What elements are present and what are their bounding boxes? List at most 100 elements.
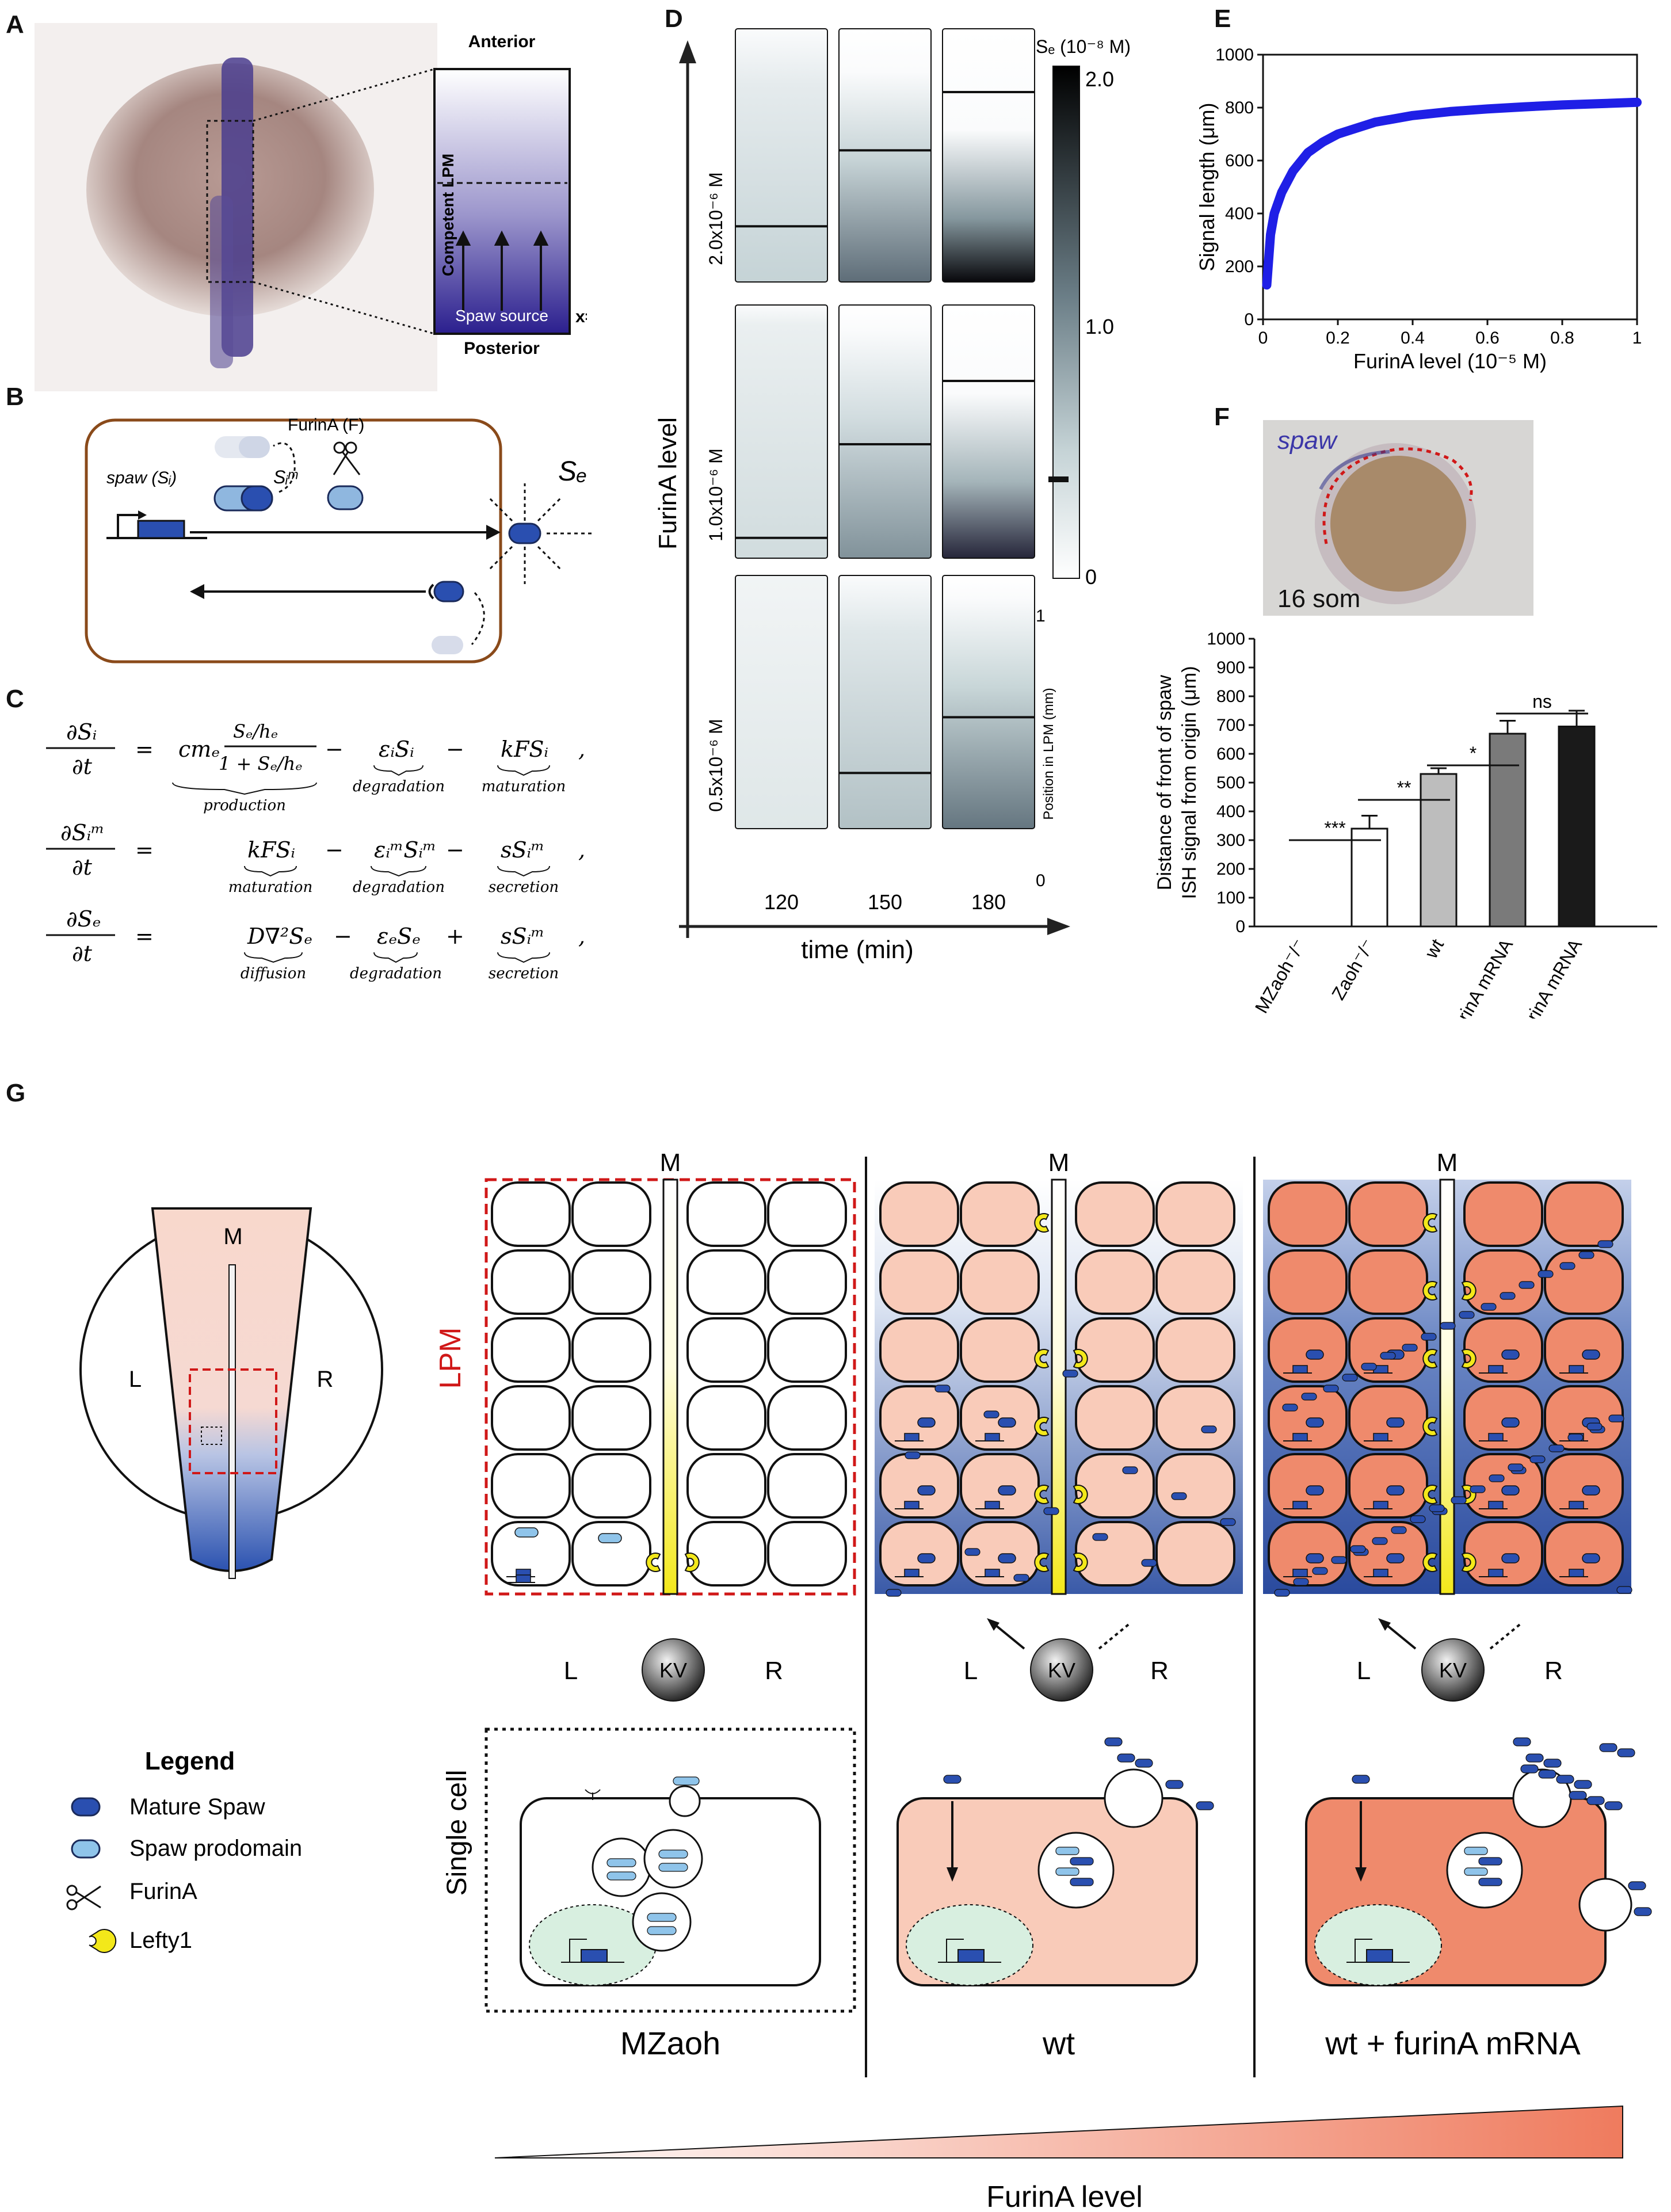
g-vesicle bbox=[592, 1837, 651, 1897]
g-extracellular-spaw bbox=[1013, 1574, 1029, 1582]
g-signal-arrowhead bbox=[947, 1867, 958, 1882]
g-midline-label: M bbox=[660, 1149, 681, 1177]
g-spaw-gene bbox=[1569, 1569, 1584, 1577]
e-xtick-label: 0.8 bbox=[1550, 329, 1574, 348]
e-xtick-label: 0.2 bbox=[1326, 329, 1350, 348]
position-tick: 0 bbox=[1036, 871, 1046, 890]
g-extracellular-spaw bbox=[1312, 1567, 1328, 1575]
g-spaw-protein bbox=[1055, 1867, 1079, 1876]
g-mature-spaw bbox=[917, 1553, 936, 1563]
g-kv-label: KV bbox=[1048, 1658, 1075, 1682]
position-label: Position in LPM (mm) bbox=[1041, 688, 1056, 819]
d-col-label: 150 bbox=[868, 890, 902, 914]
panel-label-c: C bbox=[6, 685, 24, 713]
f-sig-label: ** bbox=[1397, 777, 1411, 798]
diffusion-arrows-b bbox=[488, 483, 593, 584]
svg-text:,: , bbox=[578, 837, 585, 863]
svg-text:∂t: ∂t bbox=[72, 855, 93, 880]
g-kv-arrowhead bbox=[987, 1618, 999, 1631]
f-bar bbox=[1489, 733, 1527, 928]
g-embryo-m: M bbox=[223, 1224, 242, 1249]
f-ylabel-line2: ISH signal from origin (μm) bbox=[1178, 666, 1200, 899]
g-extracellular-spaw bbox=[1567, 1433, 1584, 1441]
g-extracellular-spaw bbox=[1559, 1262, 1575, 1270]
f-som-label: 16 som bbox=[1277, 585, 1360, 613]
g-lpm-cell bbox=[767, 1453, 847, 1519]
f-xlabel: wt + 25 pg furinA mRNA bbox=[1400, 935, 1517, 1019]
g-lpm-cell bbox=[960, 1317, 1040, 1383]
g-extracellular-spaw bbox=[1380, 1352, 1396, 1360]
d-row-label: 1.0x10⁻⁶ M bbox=[705, 448, 726, 541]
f-sig-label: * bbox=[1470, 743, 1477, 764]
g-kv-arrow-right bbox=[1098, 1622, 1132, 1650]
g-lpm-cell bbox=[491, 1317, 571, 1383]
svg-text:−: − bbox=[334, 924, 352, 949]
g-secreted-spaw bbox=[1634, 1907, 1652, 1916]
svg-text:εᵢSᵢ: εᵢSᵢ bbox=[379, 737, 414, 762]
d-heatmap-cell bbox=[942, 304, 1035, 559]
g-prodomain bbox=[598, 1533, 622, 1543]
g-secreted-spaw bbox=[1543, 1759, 1562, 1768]
g-extracellular-spaw bbox=[1451, 1496, 1467, 1504]
g-kv-arrow-left bbox=[991, 1622, 1025, 1650]
panel-d-heatmaps: FurinA level time (min) 2.0x10⁻⁶ M 1.0x1… bbox=[656, 28, 1131, 964]
mature-ghost-a bbox=[239, 436, 270, 458]
g-secreted-spaw bbox=[1586, 1796, 1605, 1805]
svg-text:maturation: maturation bbox=[228, 879, 312, 896]
diffusion-arrows bbox=[455, 230, 549, 311]
g-extracellular-spaw bbox=[1529, 1455, 1546, 1463]
legend-scissors-icon bbox=[66, 1885, 101, 1910]
sim-pill bbox=[327, 485, 364, 510]
g-extracellular-spaw bbox=[1372, 1537, 1388, 1545]
g-lpm-cell bbox=[1155, 1453, 1235, 1519]
g-mature-spaw bbox=[1501, 1485, 1520, 1496]
g-lpm-cell bbox=[1268, 1453, 1348, 1519]
g-prodomain bbox=[606, 1858, 636, 1867]
svg-text:maturation: maturation bbox=[482, 778, 566, 795]
g-extracellular-spaw bbox=[964, 1548, 981, 1556]
g-lpm-cell bbox=[1544, 1317, 1624, 1383]
g-extracellular-spaw bbox=[1092, 1533, 1108, 1541]
f-ytick-label: 600 bbox=[1216, 745, 1245, 764]
svg-text:εₑSₑ: εₑSₑ bbox=[377, 924, 421, 949]
g-mature-spaw bbox=[1386, 1553, 1405, 1563]
g-lefty1 bbox=[1073, 1349, 1088, 1368]
panel-label-a: A bbox=[6, 10, 24, 39]
g-spaw-gene bbox=[1373, 1569, 1388, 1577]
degradation-arrow bbox=[471, 592, 485, 645]
g-kv-label: KV bbox=[659, 1658, 687, 1682]
d-heatmap-cell bbox=[838, 304, 932, 559]
g-extracellular-spaw bbox=[1459, 1311, 1475, 1319]
g-lpm-cell bbox=[1155, 1521, 1235, 1586]
g-extracellular-spaw bbox=[1282, 1404, 1298, 1412]
g-spaw-gene bbox=[1488, 1365, 1504, 1374]
svg-text:−: − bbox=[446, 837, 464, 863]
g-extracellular-spaw bbox=[886, 1589, 902, 1597]
g-lpm-cell bbox=[491, 1453, 571, 1519]
g-prodomain bbox=[658, 1863, 688, 1872]
f-sig-label: ns bbox=[1532, 691, 1552, 712]
g-extracellular-spaw bbox=[1481, 1303, 1497, 1311]
g-spaw-gene bbox=[904, 1433, 920, 1441]
g-secretory-vesicle bbox=[669, 1785, 701, 1817]
g-lefty1 bbox=[1073, 1553, 1088, 1572]
panel-label-e: E bbox=[1214, 5, 1231, 33]
svg-text:+: + bbox=[446, 924, 464, 949]
e-plot-frame bbox=[1262, 54, 1638, 321]
legend-lefty-swatch bbox=[89, 1929, 117, 1953]
g-spaw-gene bbox=[985, 1433, 1000, 1441]
svg-text:−: − bbox=[325, 837, 344, 863]
g-nucleus bbox=[1314, 1904, 1442, 1986]
g-extracellular-spaw bbox=[1402, 1344, 1418, 1352]
panel-label-b: B bbox=[6, 383, 24, 411]
cell-outline bbox=[85, 418, 502, 663]
equation-se: ∂Sₑ ∂t = D∇²Sₑ diffusion − εₑSₑ degradat… bbox=[46, 906, 585, 982]
g-lefty1 bbox=[1034, 1553, 1050, 1572]
f-spaw-label: spaw bbox=[1277, 426, 1338, 455]
g-embryo-r: R bbox=[317, 1367, 334, 1392]
f-xlabel: MZaoh⁻/⁻ bbox=[1251, 936, 1310, 1017]
g-kv-label: KV bbox=[1439, 1658, 1467, 1682]
svg-text:=: = bbox=[135, 737, 154, 762]
